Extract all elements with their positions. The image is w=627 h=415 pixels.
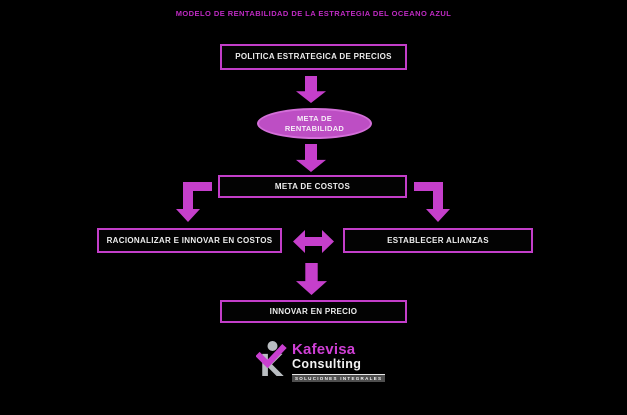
elbow-down-right-arrow-icon bbox=[414, 181, 451, 222]
kafevisa-k-figure-icon: K bbox=[255, 340, 287, 384]
diagram-title: MODELO DE RENTABILIDAD DE LA ESTRATEGIA … bbox=[175, 9, 452, 18]
down-arrow-icon bbox=[296, 263, 327, 295]
double-horizontal-arrow-icon bbox=[293, 229, 334, 254]
node-label: META DE COSTOS bbox=[274, 181, 351, 191]
node-meta-de-rentabilidad: META DE RENTABILIDAD bbox=[257, 108, 372, 139]
node-politica-estrategica-de-precios: POLITICA ESTRATEGICA DE PRECIOS bbox=[220, 44, 407, 70]
node-meta-de-costos: META DE COSTOS bbox=[218, 175, 407, 198]
logo-subbrand: Consulting bbox=[292, 357, 362, 371]
down-arrow-icon bbox=[296, 144, 326, 172]
node-label-line1: META DE bbox=[296, 113, 332, 123]
elbow-down-left-arrow-icon bbox=[175, 181, 212, 222]
node-label: ESTABLECER ALIANZAS bbox=[387, 235, 489, 245]
node-racionalizar-e-innovar-en-costos: RACIONALIZAR E INNOVAR EN COSTOS bbox=[97, 228, 282, 253]
node-label: INNOVAR EN PRECIO bbox=[269, 306, 358, 316]
node-label: RACIONALIZAR E INNOVAR EN COSTOS bbox=[106, 235, 273, 245]
logo-brand-name: Kafevisa bbox=[292, 341, 356, 358]
node-establecer-alianzas: ESTABLECER ALIANZAS bbox=[343, 228, 533, 253]
down-arrow-icon bbox=[296, 76, 326, 103]
node-innovar-en-precio: INNOVAR EN PRECIO bbox=[220, 300, 407, 323]
node-label: POLITICA ESTRATEGICA DE PRECIOS bbox=[235, 52, 392, 62]
kafevisa-logo: K Kafevisa Consulting SOLUCIONES INTEGRA… bbox=[255, 340, 386, 384]
node-label-line2: RENTABILIDAD bbox=[284, 123, 345, 133]
logo-tagline: SOLUCIONES INTEGRALES bbox=[292, 373, 386, 382]
logo-text-block: Kafevisa Consulting SOLUCIONES INTEGRALE… bbox=[292, 340, 386, 382]
